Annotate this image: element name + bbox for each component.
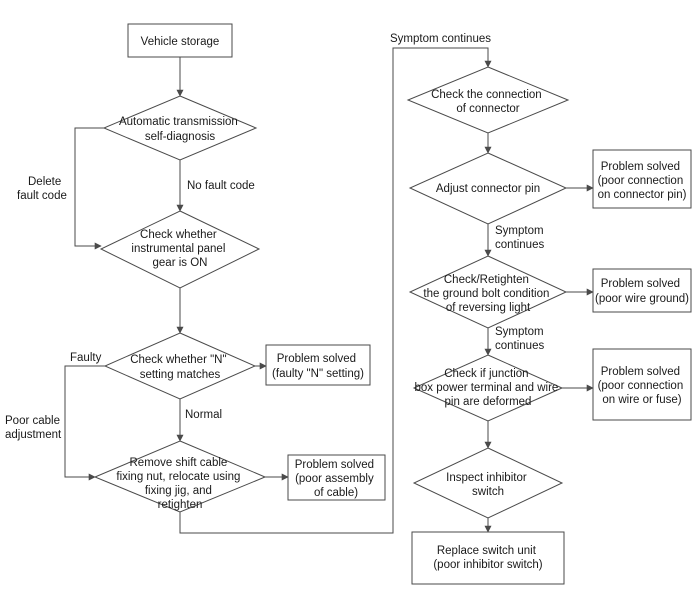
node-adjust-pin-text: Adjust connector pin bbox=[436, 183, 540, 195]
node-adjust-pin: Adjust connector pin bbox=[408, 152, 568, 225]
edge-poor-cable-adjustment bbox=[64, 365, 105, 481]
node-replace-switch-text: Replace switch unit (poor inhibitor swit… bbox=[433, 545, 542, 571]
node-check-ground: Check/Retighten the ground bolt conditio… bbox=[408, 255, 568, 329]
label-symptom-continues-1: Symptom continues bbox=[495, 225, 547, 251]
node-solved-cable: Problem solved (poor assembly of cable) bbox=[287, 454, 386, 501]
node-remove-cable: Remove shift cable fixing nut, relocate … bbox=[93, 440, 267, 513]
node-solved-wire: Problem solved (poor connection on wire … bbox=[592, 348, 692, 421]
node-solved-pin-text: Problem solved (poor connection on conne… bbox=[598, 161, 687, 201]
node-vehicle-storage-text: Vehicle storage bbox=[141, 36, 220, 48]
label-normal: Normal bbox=[185, 409, 222, 421]
node-inspect-inhibitor: Inspect inhibitor switch bbox=[412, 447, 564, 519]
node-solved-n-text: Problem solved (faulty "N" setting) bbox=[272, 353, 364, 380]
node-replace-switch: Replace switch unit (poor inhibitor swit… bbox=[411, 531, 565, 585]
node-solved-ground-text: Problem solved (poor wire ground) bbox=[595, 278, 689, 305]
node-check-n: Check whether "N" setting matches bbox=[103, 332, 257, 400]
node-check-junction: Check if junction box power terminal and… bbox=[412, 354, 564, 422]
node-check-panel: Check whether instrumental panel gear is… bbox=[99, 210, 261, 289]
node-solved-n: Problem solved (faulty "N" setting) bbox=[265, 344, 371, 386]
node-check-junction-text: Check if junction box power terminal and… bbox=[414, 368, 561, 408]
node-solved-cable-text: Problem solved (poor assembly of cable) bbox=[295, 459, 377, 499]
edge-symptom-continues-top bbox=[179, 47, 492, 534]
node-check-connection-text: Check the connection of connector bbox=[431, 89, 545, 115]
label-faulty: Faulty bbox=[70, 352, 102, 364]
edge-delete-fault-code bbox=[74, 127, 104, 250]
node-solved-wire-text: Problem solved (poor connection on wire … bbox=[598, 366, 687, 406]
node-check-n-text: Check whether "N" setting matches bbox=[130, 354, 230, 381]
node-vehicle-storage: Vehicle storage bbox=[127, 23, 233, 58]
node-remove-cable-text: Remove shift cable fixing nut, relocate … bbox=[116, 457, 243, 511]
node-check-panel-text: Check whether instrumental panel gear is… bbox=[131, 229, 228, 269]
label-poor-cable-adjustment: Poor cable adjustment bbox=[5, 415, 63, 441]
label-symptom-continues-top: Symptom continues bbox=[390, 33, 491, 45]
label-delete-fault-code: Delete fault code bbox=[17, 176, 67, 202]
label-no-fault-code: No fault code bbox=[187, 180, 255, 192]
node-self-diagnosis-text: Automatic transmission self-diagnosis bbox=[119, 116, 241, 143]
node-solved-pin: Problem solved (poor connection on conne… bbox=[592, 149, 692, 209]
node-solved-ground: Problem solved (poor wire ground) bbox=[592, 268, 692, 313]
node-check-ground-text: Check/Retighten the ground bolt conditio… bbox=[423, 274, 552, 314]
label-symptom-continues-2: Symptom continues bbox=[495, 326, 547, 352]
node-check-connection: Check the connection of connector bbox=[406, 66, 570, 134]
node-self-diagnosis: Automatic transmission self-diagnosis bbox=[102, 95, 258, 161]
node-inspect-inhibitor-text: Inspect inhibitor switch bbox=[446, 472, 530, 498]
connectors bbox=[64, 47, 594, 534]
